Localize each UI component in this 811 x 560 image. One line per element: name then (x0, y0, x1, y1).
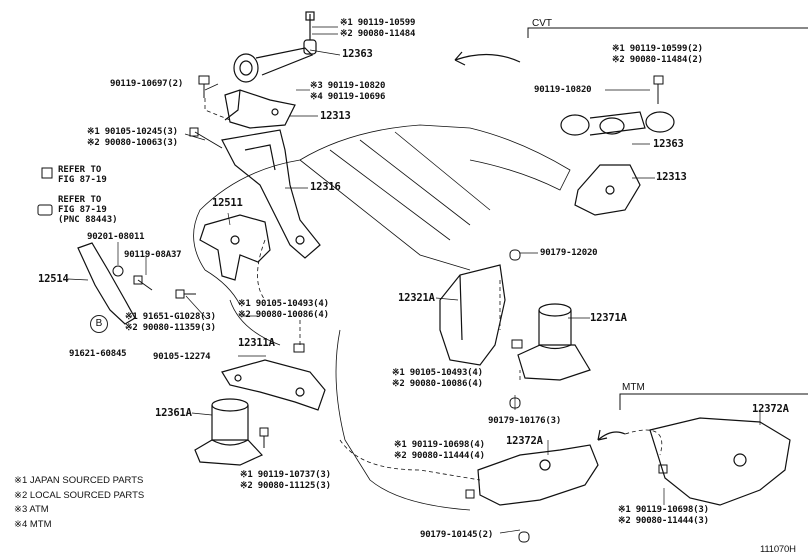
legend: ※1 JAPAN SOURCED PARTS ※2 LOCAL SOURCED … (14, 474, 144, 532)
label-mtm-bolt: ※4 90119-10696 (310, 92, 386, 102)
mount-12371a (517, 303, 591, 381)
bracket-12514 (77, 242, 136, 325)
bracket-12311a (221, 359, 326, 411)
label-91621: 91621-60845 (69, 349, 127, 359)
label-90119-08a37: 90119-08A37 (124, 250, 182, 260)
label-90179-10176: 90179-10176(3) (488, 416, 562, 426)
bolts (37, 75, 668, 543)
label-12514: 12514 (38, 273, 69, 285)
callout-badge: B (90, 315, 108, 333)
mtm-arrow (597, 431, 626, 441)
label-91651-1: ※1 91651-G1028(3) (125, 312, 216, 322)
label-bolt-b-2: ※2 90080-10086(4) (238, 310, 329, 320)
label-bolt-e-1: ※1 90119-10698(4) (394, 440, 485, 450)
label-bolt-c-1: ※1 90119-10737(3) (240, 470, 331, 480)
label-12321a: 12321A (398, 292, 435, 304)
label-top-bolt-2: ※2 90080-11484 (340, 29, 416, 39)
label-90179-12020: 90179-12020 (540, 248, 598, 258)
torque-rod-cvt (560, 111, 675, 136)
legend-item: ※3 ATM (14, 504, 49, 515)
label-12311a: 12311A (238, 337, 275, 349)
mount-12361a (194, 398, 264, 466)
legend-item: ※1 JAPAN SOURCED PARTS (14, 475, 144, 486)
label-bolt-d-1: ※1 90105-10493(4) (392, 368, 483, 378)
label-12316: 12316 (310, 181, 341, 193)
label-12372a-mtm: 12372A (752, 403, 789, 415)
part-12511 (199, 214, 271, 281)
label-12313-cvt: 12313 (656, 171, 687, 183)
label-90105-12274: 90105-12274 (153, 352, 211, 362)
cvt-arrow (454, 53, 521, 63)
label-90179-10145: 90179-10145(2) (420, 530, 494, 540)
label-bolt-a-1: ※1 90105-10245(3) (87, 127, 178, 137)
legend-item: ※2 LOCAL SOURCED PARTS (14, 489, 145, 501)
legend-item: ※4 MTM (14, 518, 52, 530)
mount-12372a-mid (477, 444, 599, 506)
label-12371a: 12371A (590, 312, 627, 324)
label-mtm-bolt-1: ※1 90119-10698(3) (618, 505, 709, 515)
mtm-section-label: MTM (622, 382, 645, 393)
label-12313-top: 12313 (320, 110, 351, 122)
mtm-bracket-line (619, 393, 808, 410)
label-12363-cvt: 12363 (653, 138, 684, 150)
label-bolt-e-2: ※2 90080-11444(4) (394, 451, 485, 461)
bracket-12313-cvt (574, 164, 641, 216)
label-90119-10820: 90119-10820 (534, 85, 592, 95)
label-bolt-a-2: ※2 90080-10063(3) (87, 138, 178, 148)
refer-note-1: REFER TO FIG 87-19 (58, 165, 107, 185)
label-bolt-d-2: ※2 90080-10086(4) (392, 379, 483, 389)
label-bolt-c-2: ※2 90080-11125(3) (240, 481, 331, 491)
label-91651-2: ※2 90080-11359(3) (125, 323, 216, 333)
label-atm-bolt: ※3 90119-10820 (310, 81, 386, 91)
label-cvt-bolt-2: ※2 90080-11484(2) (612, 55, 703, 65)
bracket-12321a (439, 264, 506, 366)
bracket-12316 (221, 129, 321, 259)
mount-12372a-mtm (649, 417, 791, 506)
engine-outline (193, 124, 571, 511)
torque-rod-top (233, 11, 317, 83)
label-90201: 90201-08011 (87, 232, 145, 242)
cvt-section-label: CVT (532, 18, 552, 29)
label-12361a: 12361A (155, 407, 192, 419)
label-cvt-bolt-1: ※1 90119-10599(2) (612, 44, 703, 54)
label-mtm-bolt-2: ※2 90080-11444(3) (618, 516, 709, 526)
label-bolt-b-1: ※1 90105-10493(4) (238, 299, 329, 309)
bracket-12313-top (224, 89, 296, 129)
label-90119-10697: 90119-10697(2) (110, 79, 184, 89)
label-12372a-mid: 12372A (506, 435, 543, 447)
cvt-bracket-line (527, 27, 808, 38)
label-top-bolt-1: ※1 90119-10599 (340, 18, 416, 28)
diagram-id: 111070H (760, 544, 796, 555)
label-12511: 12511 (212, 197, 243, 209)
label-12363-top: 12363 (342, 48, 373, 60)
refer-note-2: REFER TO FIG 87-19 (PNC 88443) (58, 195, 118, 225)
